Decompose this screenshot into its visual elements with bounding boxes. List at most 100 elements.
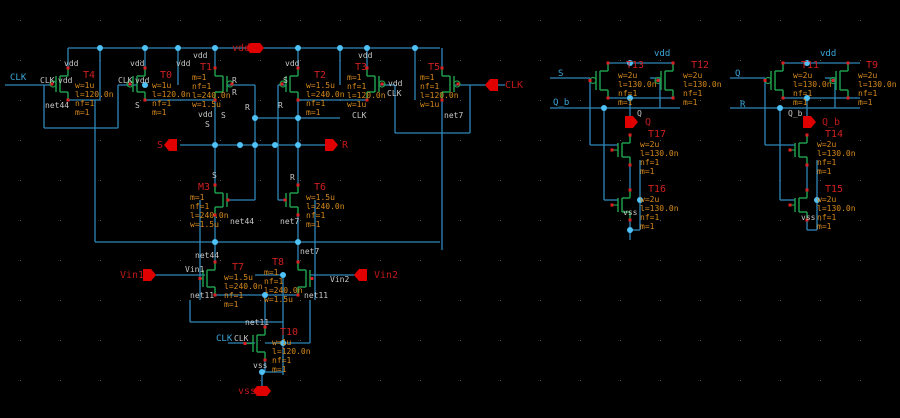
grid-dot — [740, 180, 741, 181]
grid-dot — [220, 220, 221, 221]
wire-label-group: S — [558, 69, 563, 79]
instance-param: nf=1 — [152, 99, 171, 108]
terminal-marker — [440, 66, 444, 70]
instance-name-m3: M3 — [198, 182, 210, 193]
pin-vin1-icon[interactable] — [143, 269, 156, 281]
net-label-group: R — [245, 103, 250, 112]
grid-dot — [420, 260, 421, 261]
grid-dot — [620, 300, 621, 301]
instance-param: l=130.0n — [618, 80, 657, 89]
wire-label: Q_b — [553, 98, 569, 108]
grid-dot — [620, 380, 621, 381]
net-label-group: Vin2 — [330, 275, 349, 284]
terminal-marker — [143, 98, 147, 102]
instance-param: nf=1 — [640, 213, 659, 222]
grid-dot — [220, 20, 221, 21]
grid-dot — [60, 380, 61, 381]
grid-dot — [740, 340, 741, 341]
pin-r-icon[interactable] — [325, 139, 338, 151]
junction-dot — [777, 105, 783, 111]
instance-param: w=2u — [817, 140, 836, 149]
junction-dot — [142, 45, 148, 51]
instance-param: m=1 — [306, 108, 321, 117]
grid-dot — [620, 220, 621, 221]
pin-vss-icon[interactable] — [253, 386, 271, 396]
instance-name-t7: T7 — [232, 262, 244, 273]
pin-q-icon[interactable] — [625, 116, 638, 128]
net-label-group: vdd — [358, 51, 373, 60]
junction-dot — [627, 227, 633, 233]
grid-dot — [220, 300, 221, 301]
net-label: vdd — [358, 51, 373, 60]
grid-dot — [500, 100, 501, 101]
instance-name-t5: T5 — [428, 62, 440, 73]
grid-dot — [540, 140, 541, 141]
terminal-marker — [671, 61, 675, 65]
grid-dot — [100, 380, 101, 381]
terminal-marker — [610, 203, 614, 207]
net-label-group: net44 — [195, 251, 219, 260]
grid-dot — [540, 340, 541, 341]
pin-label-clk: CLK — [505, 80, 523, 91]
instance-param: nf=1 — [190, 202, 209, 211]
terminal-marker — [310, 277, 314, 280]
net-label-group: vdd — [64, 59, 79, 68]
junction-dot — [814, 197, 820, 203]
grid-dot — [700, 300, 701, 301]
net-label-group: CLK — [40, 76, 55, 85]
grid-dot — [380, 100, 381, 101]
grid-dot — [220, 60, 221, 61]
grid-dot — [60, 140, 61, 141]
net-label: vdd — [135, 76, 150, 85]
grid-dot — [380, 180, 381, 181]
instance-name-t6: T6 — [314, 182, 326, 193]
terminal-marker — [628, 163, 632, 167]
junction-dot — [295, 45, 301, 51]
instance-param: m=1 — [420, 73, 435, 82]
net-label: R — [232, 88, 237, 97]
wire-label: vdd — [820, 49, 836, 59]
grid-dot — [420, 220, 421, 221]
instance-name-t2: T2 — [314, 70, 326, 81]
instance-param: w=2u — [640, 195, 659, 204]
instance-param: w=1u — [420, 100, 439, 109]
instance-param: nf=1 — [224, 291, 243, 300]
instance-param: m=1 — [152, 108, 167, 117]
grid-dot — [700, 20, 701, 21]
junction-dot — [804, 60, 810, 66]
grid-dot — [100, 180, 101, 181]
grid-dot — [500, 260, 501, 261]
terminal-marker — [365, 66, 369, 70]
terminal-marker — [656, 79, 660, 82]
pin-s-icon[interactable] — [164, 139, 177, 151]
grid-dot — [60, 260, 61, 261]
instance-name-t14: T14 — [825, 129, 843, 140]
grid-dot — [660, 180, 661, 181]
grid-dot — [700, 380, 701, 381]
terminal-marker — [296, 98, 300, 102]
terminal-marker — [66, 98, 70, 102]
instance-param: l=240.0n — [190, 211, 229, 220]
terminal-marker — [628, 188, 632, 192]
grid-dot — [20, 60, 21, 61]
pin-vin2-icon[interactable] — [354, 269, 367, 281]
instance-param: w=1.5u — [306, 193, 335, 202]
pin-clk-icon[interactable] — [485, 79, 498, 91]
grid-dot — [180, 380, 181, 381]
grid-dot — [220, 380, 221, 381]
grid-dot — [580, 180, 581, 181]
terminal-marker — [50, 82, 54, 86]
grid-dot — [140, 60, 141, 61]
grid-dot — [100, 140, 101, 141]
grid-dot — [180, 180, 181, 181]
grid-dot — [620, 340, 621, 341]
pin-vdd-icon[interactable] — [246, 43, 264, 53]
pin-q_b-icon[interactable] — [803, 116, 816, 128]
wire-label-group: vdd — [654, 49, 670, 59]
